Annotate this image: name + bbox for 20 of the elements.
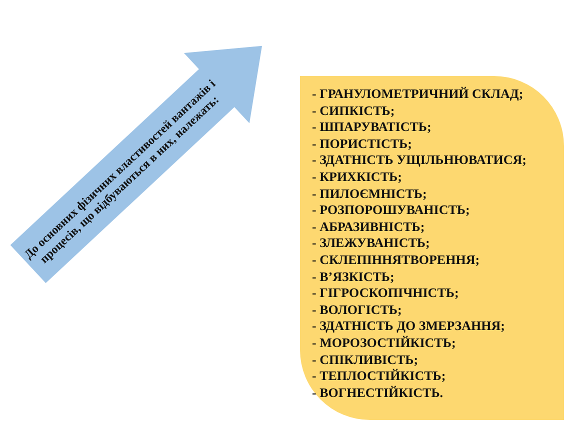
list-item: - КРИХКІСТЬ; <box>312 168 403 186</box>
list-item: - ГІГРОСКОПІЧНІСТЬ; <box>312 285 460 302</box>
list-item: - ГРАНУЛОМЕТРИЧНИЙ СКЛАД; <box>312 86 524 103</box>
list-item: - ШПАРУВАТІСТЬ; <box>312 119 432 136</box>
list-item: - ЗДАТНІСТЬ ДО ЗМЕРЗАННЯ; <box>312 318 506 335</box>
list-item: - СКЛЕПІННЯТВОРЕННЯ; <box>312 252 481 269</box>
list-panel <box>300 76 564 420</box>
list-item: - ЗДАТНІСТЬ УЩІЛЬНЮВАТИСЯ; <box>312 152 528 169</box>
list-item: - В’ЯЗКІСТЬ; <box>312 268 396 286</box>
list-item: - ВОЛОГІСТЬ; <box>312 302 403 318</box>
list-item: - СПІКЛИВІСТЬ; <box>312 352 420 368</box>
list-item: - СИПКІСТЬ; <box>312 102 396 120</box>
list-item: - ВОГНЕСТІЙКІСТЬ. <box>312 384 444 402</box>
list-item: - МОРОЗОСТІЙКІСТЬ; <box>312 334 457 352</box>
list-item: - АБРАЗИВНІСТЬ; <box>312 218 426 236</box>
list-item: - ТЕПЛОСТІЙКІСТЬ; <box>312 368 447 385</box>
list-item: - ЗЛЕЖУВАНІСТЬ; <box>312 235 431 252</box>
list-item: - ПИЛОЄМНІСТЬ; <box>312 186 428 202</box>
list-item: - ПОРИСТІСТЬ; <box>312 136 413 152</box>
list-item: - РОЗПОРОШУВАНІСТЬ; <box>312 202 471 219</box>
